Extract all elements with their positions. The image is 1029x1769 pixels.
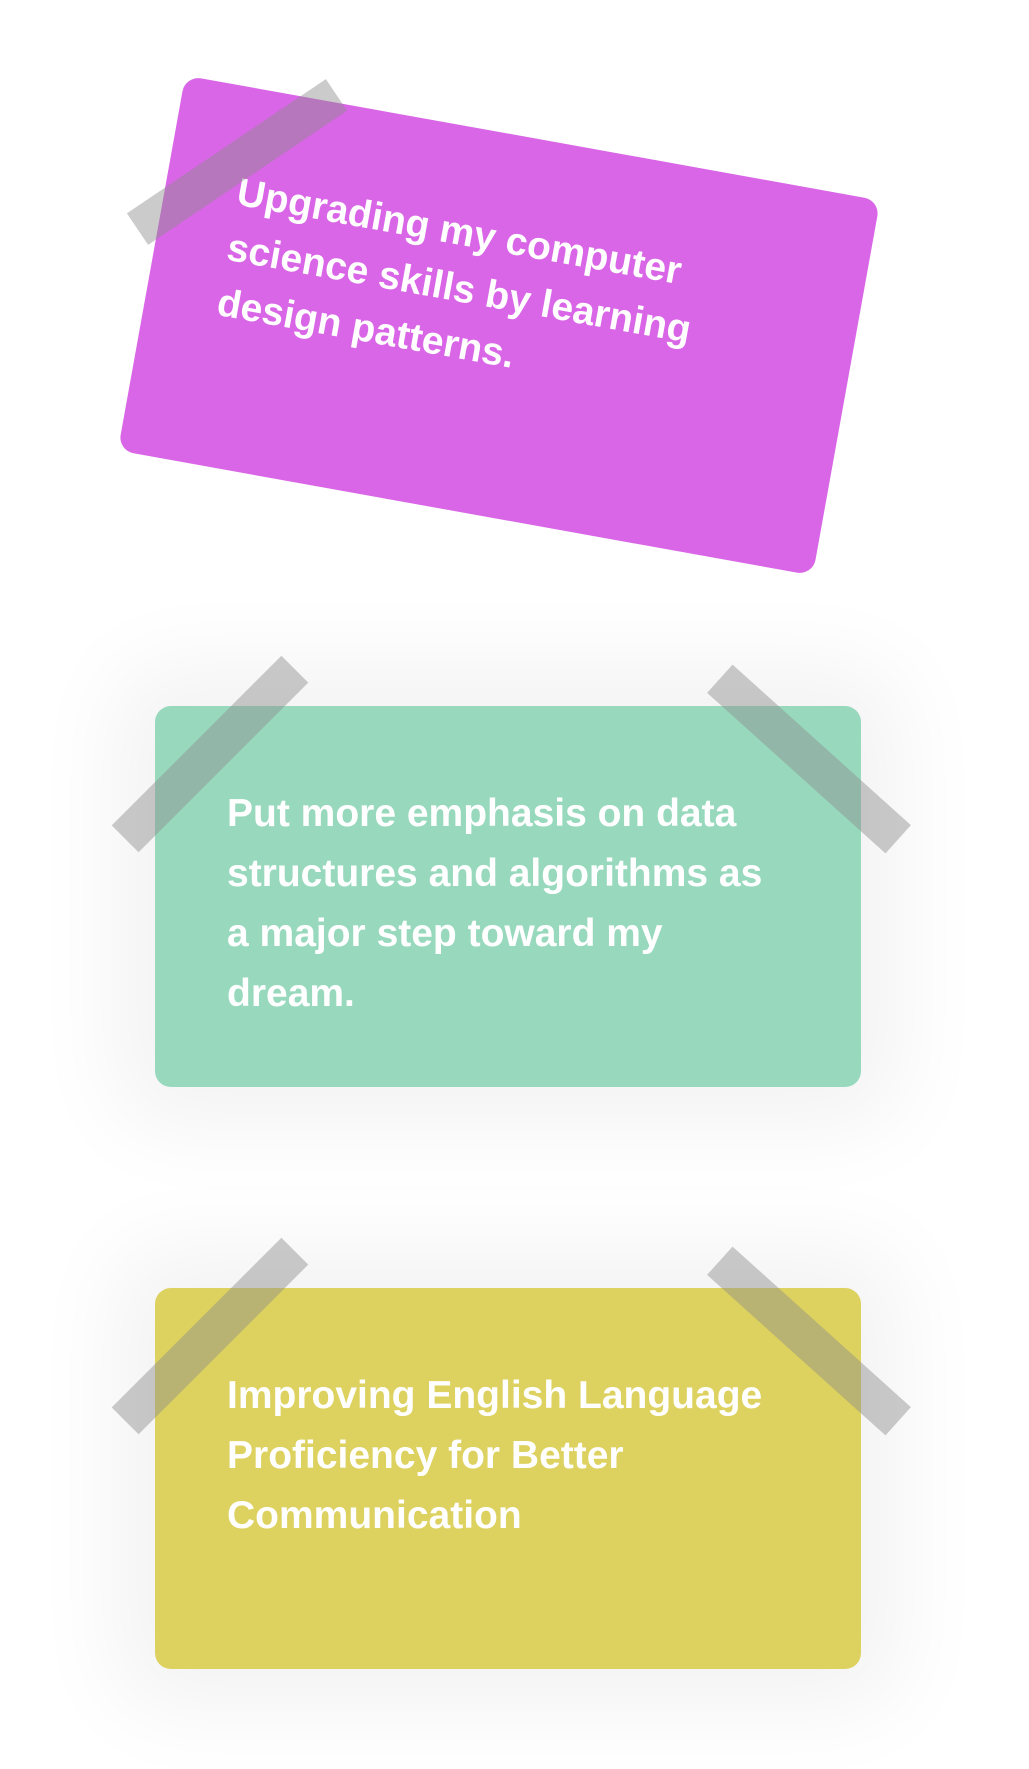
sticky-note-3: Improving English Language Proficiency f… bbox=[155, 1288, 861, 1669]
sticky-note-2-text: Put more emphasis on data structures and… bbox=[227, 792, 763, 1015]
sticky-note-1-text: Upgrading my computer science skills by … bbox=[213, 170, 695, 377]
sticky-note-3-text: Improving English Language Proficiency f… bbox=[227, 1374, 763, 1537]
sticky-note-2: Put more emphasis on data structures and… bbox=[155, 706, 861, 1087]
